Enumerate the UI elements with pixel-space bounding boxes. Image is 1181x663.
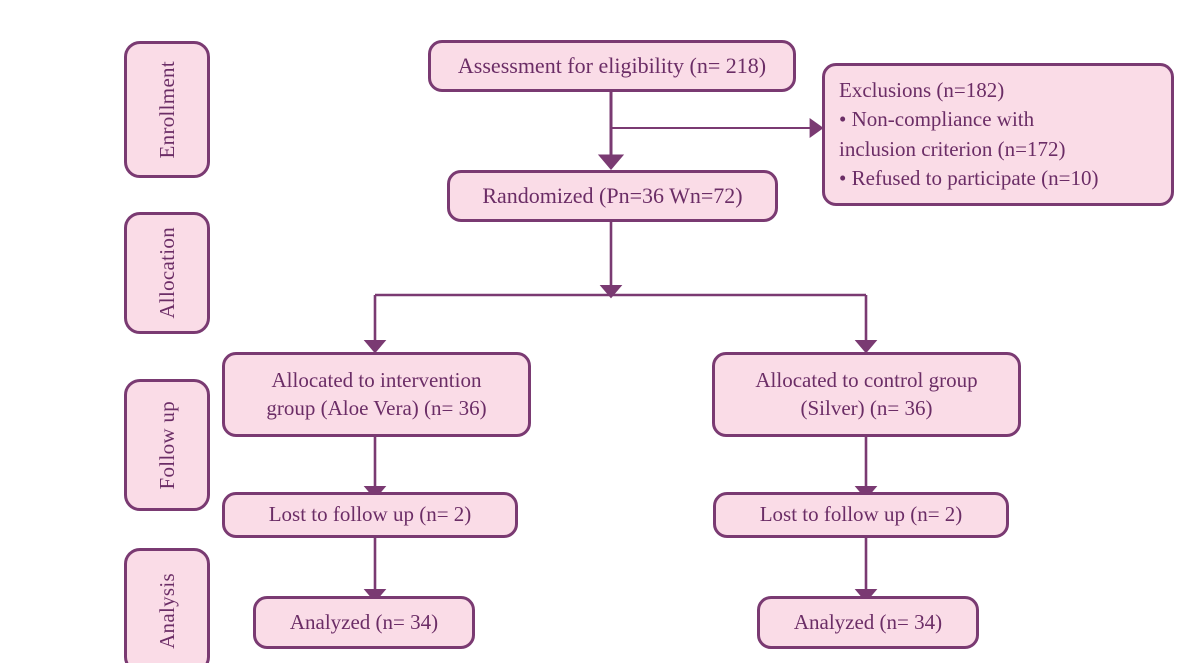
node-lost-to-follow-up-control-text: Lost to follow up (n= 2) xyxy=(759,502,963,527)
node-lost-to-follow-up-control: Lost to follow up (n= 2) xyxy=(713,492,1009,538)
node-assessment-for-eligibility-text: Assessment for eligibility (n= 218) xyxy=(457,53,767,79)
node-analyzed-intervention: Analyzed (n= 34) xyxy=(253,596,475,649)
node-analyzed-control: Analyzed (n= 34) xyxy=(757,596,979,649)
node-lost-to-follow-up-intervention-text: Lost to follow up (n= 2) xyxy=(268,502,472,527)
node-allocated-control-text: Allocated to control group (Silver) (n= … xyxy=(755,367,978,420)
stage-label-allocation: Allocation xyxy=(124,212,210,334)
node-randomized-text: Randomized (Pn=36 Wn=72) xyxy=(482,183,743,209)
node-allocated-intervention-text: Allocated to intervention group (Aloe Ve… xyxy=(266,367,487,420)
node-randomized: Randomized (Pn=36 Wn=72) xyxy=(447,170,778,222)
stage-label-analysis: Analysis xyxy=(124,548,210,663)
node-analyzed-control-text: Analyzed (n= 34) xyxy=(793,609,943,634)
node-analyzed-intervention-text: Analyzed (n= 34) xyxy=(289,609,439,634)
stage-label-enrollment-text: Enrollment xyxy=(154,60,179,159)
node-allocated-control: Allocated to control group (Silver) (n= … xyxy=(712,352,1021,437)
node-exclusions-text: Exclusions (n=182) • Non-compliance with… xyxy=(839,77,1099,190)
stage-label-allocation-text: Allocation xyxy=(154,227,179,319)
stage-label-enrollment: Enrollment xyxy=(124,41,210,178)
node-assessment-for-eligibility: Assessment for eligibility (n= 218) xyxy=(428,40,796,92)
stage-label-follow-up-text: Follow up xyxy=(154,400,179,490)
stage-label-analysis-text: Analysis xyxy=(154,572,179,649)
node-lost-to-follow-up-intervention: Lost to follow up (n= 2) xyxy=(222,492,518,538)
stage-label-follow-up: Follow up xyxy=(124,379,210,511)
node-allocated-intervention: Allocated to intervention group (Aloe Ve… xyxy=(222,352,531,437)
node-exclusions: Exclusions (n=182) • Non-compliance with… xyxy=(822,63,1174,206)
